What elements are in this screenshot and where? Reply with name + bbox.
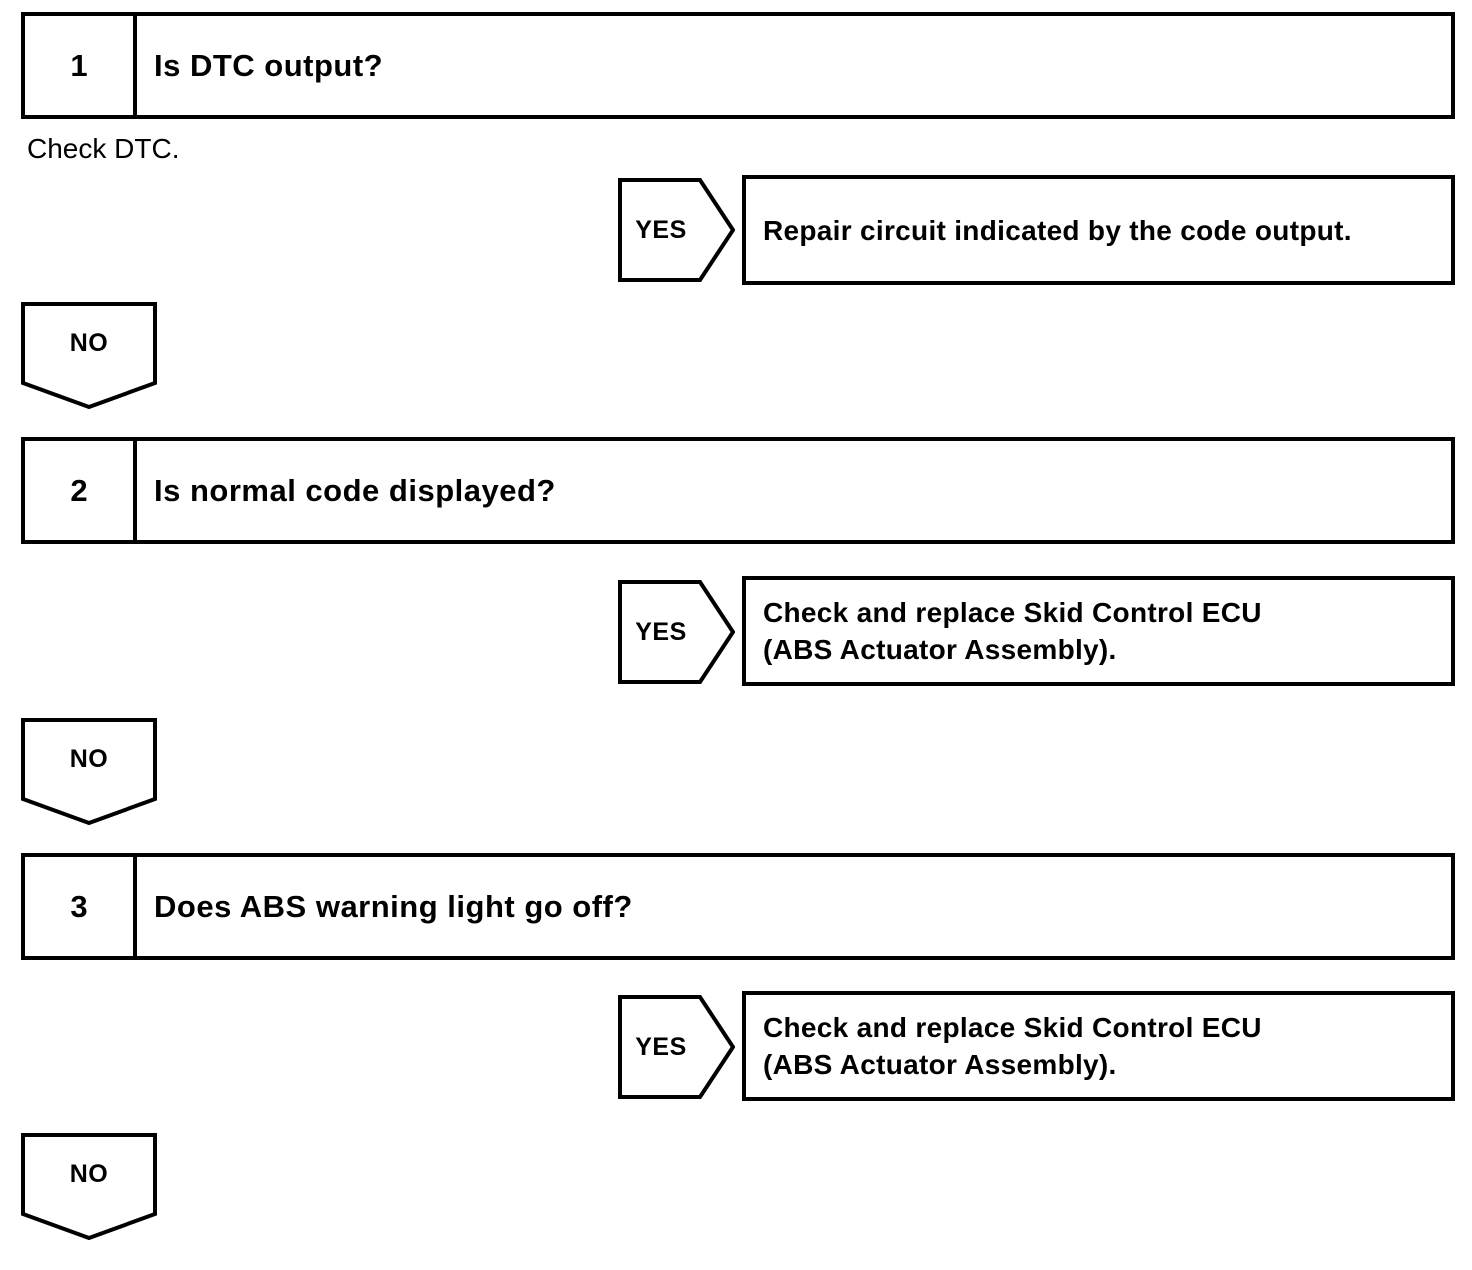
no-pentagon-icon [21, 1133, 157, 1240]
no-connector-2: NO [21, 718, 157, 825]
result-text-3: Check and replace Skid Control ECU (ABS … [763, 1012, 1262, 1080]
yes-pentagon-icon [618, 178, 735, 282]
result-box-1: Repair circuit indicated by the code out… [742, 175, 1455, 285]
question-text-2: Is normal code displayed? [154, 472, 556, 508]
result-text-1: Repair circuit indicated by the code out… [763, 214, 1352, 246]
yes-connector-1: YES [618, 178, 735, 282]
no-pentagon-icon [21, 302, 157, 409]
result-box-2: Check and replace Skid Control ECU (ABS … [742, 576, 1455, 686]
step-number-2: 2 [25, 441, 137, 540]
step-number-3: 3 [25, 857, 137, 956]
yes-label-1: YES [635, 215, 687, 244]
result-text-2: Check and replace Skid Control ECU (ABS … [763, 597, 1262, 665]
yes-connector-2: YES [618, 580, 735, 684]
yes-connector-3: YES [618, 995, 735, 1099]
step-number-1: 1 [25, 16, 137, 115]
question-box-2: 2 Is normal code displayed? [21, 437, 1455, 544]
no-label-1: NO [69, 329, 109, 357]
result-box-3: Check and replace Skid Control ECU (ABS … [742, 991, 1455, 1101]
question-box-3: 3 Does ABS warning light go off? [21, 853, 1455, 960]
yes-label-2: YES [635, 617, 687, 646]
step-note-1: Check DTC. [27, 133, 180, 164]
no-connector-1: NO [21, 302, 157, 409]
yes-pentagon-icon [618, 995, 735, 1099]
no-label-2: NO [69, 745, 109, 773]
no-connector-3: NO [21, 1133, 157, 1240]
question-box-1: 1 Is DTC output? [21, 12, 1455, 119]
yes-pentagon-icon [618, 580, 735, 684]
no-label-3: NO [69, 1160, 109, 1188]
yes-label-3: YES [635, 1032, 687, 1061]
question-text-1: Is DTC output? [154, 47, 384, 83]
no-pentagon-icon [21, 718, 157, 825]
question-text-3: Does ABS warning light go off? [154, 888, 633, 924]
